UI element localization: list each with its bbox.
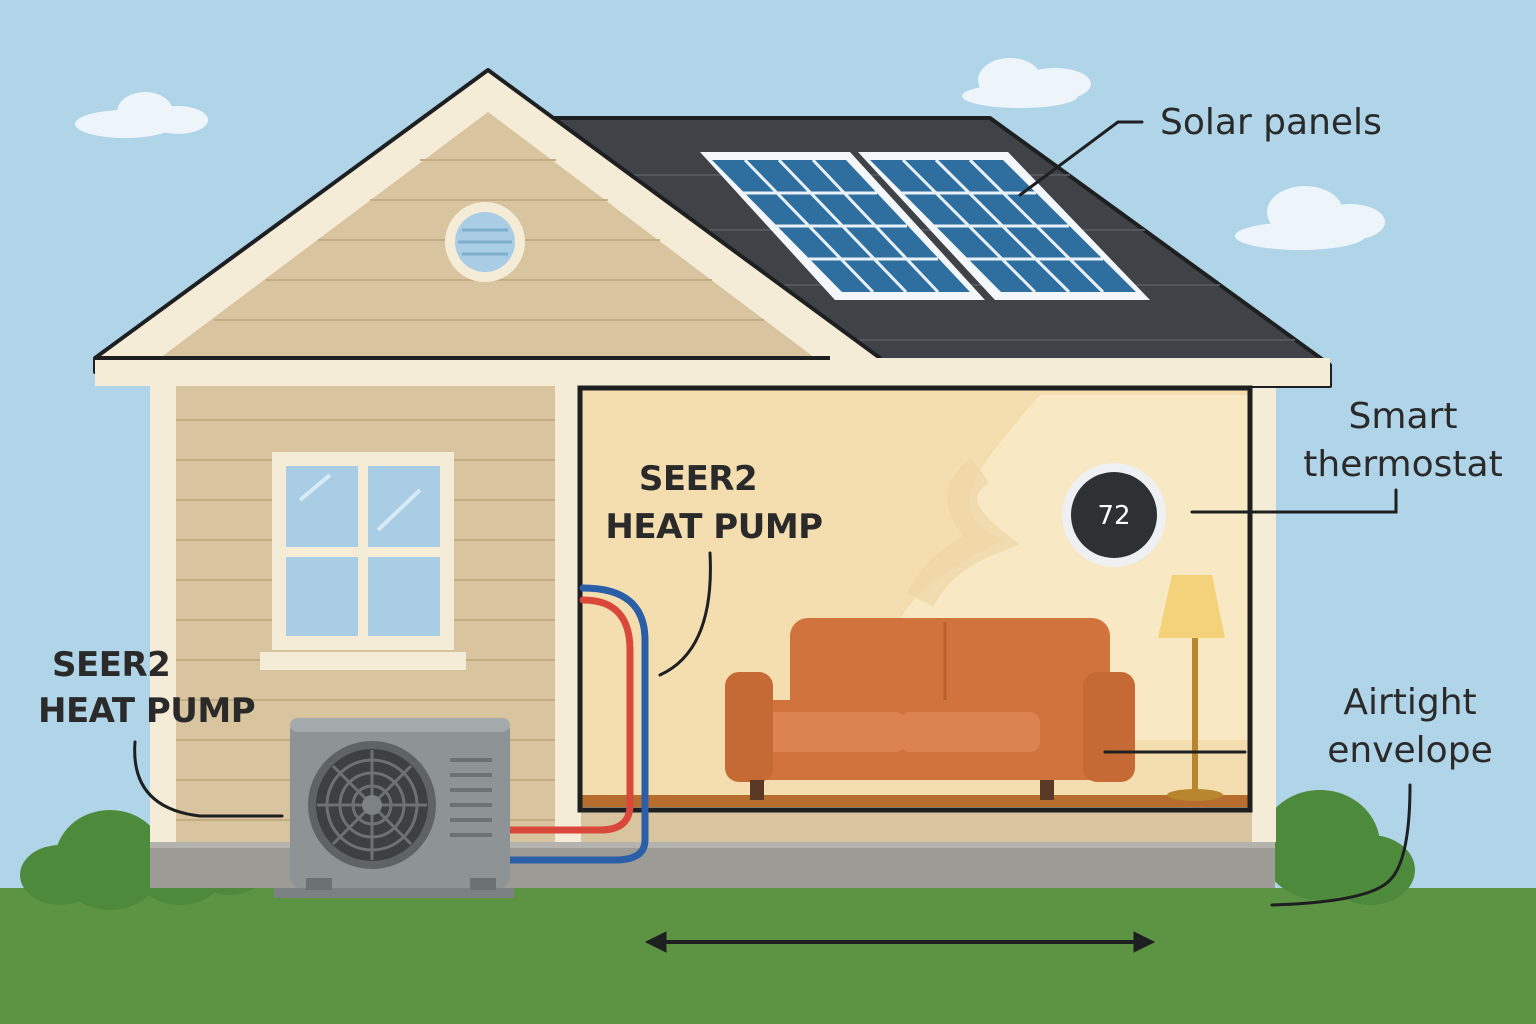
sofa [725, 618, 1135, 800]
leader-solar-panels [1018, 120, 1144, 197]
label-heat-pump-interior-line1: SEER2 [639, 459, 757, 499]
label-solar-panels: Solar panels [1160, 102, 1382, 143]
solar-panel-right [858, 152, 1150, 300]
corner-trim-left [150, 372, 176, 842]
label-airtight-envelope-line2: envelope [1327, 730, 1492, 771]
cloud-top-right [962, 58, 1091, 108]
label-smart-thermostat-line1: Smart [1349, 396, 1458, 437]
eave-board [95, 358, 1330, 386]
bush-right [1260, 790, 1415, 905]
leader-heat-pump-interior [658, 551, 712, 677]
leader-heat-pump-outdoor [133, 740, 284, 818]
double-arrow-icon [644, 931, 1156, 953]
solar-panel-left [700, 152, 985, 300]
leader-smart-thermostat [1190, 488, 1398, 514]
leader-airtight-envelope-foundation [1270, 783, 1412, 907]
refrigerant-lines [501, 584, 649, 864]
cloud-right [1235, 186, 1385, 250]
floor-lamp [1158, 575, 1225, 801]
label-smart-thermostat-line2: thermostat [1303, 444, 1502, 485]
attic-vent-icon [445, 202, 525, 282]
thermostat-temperature: 72 [1097, 501, 1130, 531]
corner-trim-mid [555, 372, 581, 842]
cloud-left [75, 92, 208, 138]
label-airtight-envelope-line1: Airtight [1343, 682, 1476, 723]
window [260, 452, 466, 670]
label-heat-pump-interior-line2: HEAT PUMP [605, 507, 822, 547]
label-heat-pump-outdoor-line2: HEAT PUMP [38, 691, 255, 731]
grass-ground [0, 888, 1536, 1024]
smart-thermostat: 72 [1062, 463, 1166, 567]
label-heat-pump-outdoor-line1: SEER2 [52, 645, 170, 685]
outdoor-heat-pump-unit [274, 718, 514, 898]
corner-trim-right [1252, 372, 1276, 842]
